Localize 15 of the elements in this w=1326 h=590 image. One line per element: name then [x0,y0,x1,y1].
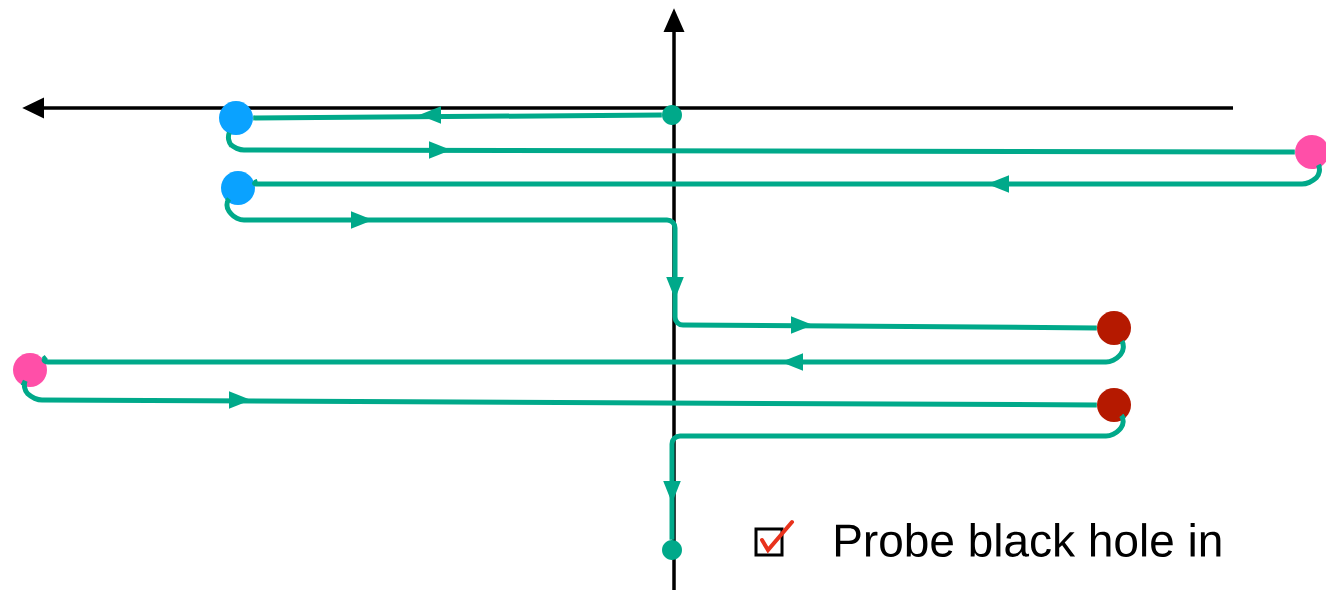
particle-dot [219,101,253,135]
particle-dot [13,353,47,387]
arrow [224,196,1097,334]
particle-dot [1097,311,1131,345]
point-dot [662,105,682,125]
bullet-text: Probe black hole in [836,523,1221,557]
particle-dot [221,171,255,205]
arrow [21,378,1097,409]
arrow [663,412,1126,540]
point-dot [662,540,682,560]
arrow [226,130,1295,159]
particle-dot [1097,388,1131,422]
arrow [253,106,662,124]
arrow [253,162,1323,193]
arrow [42,338,1126,371]
